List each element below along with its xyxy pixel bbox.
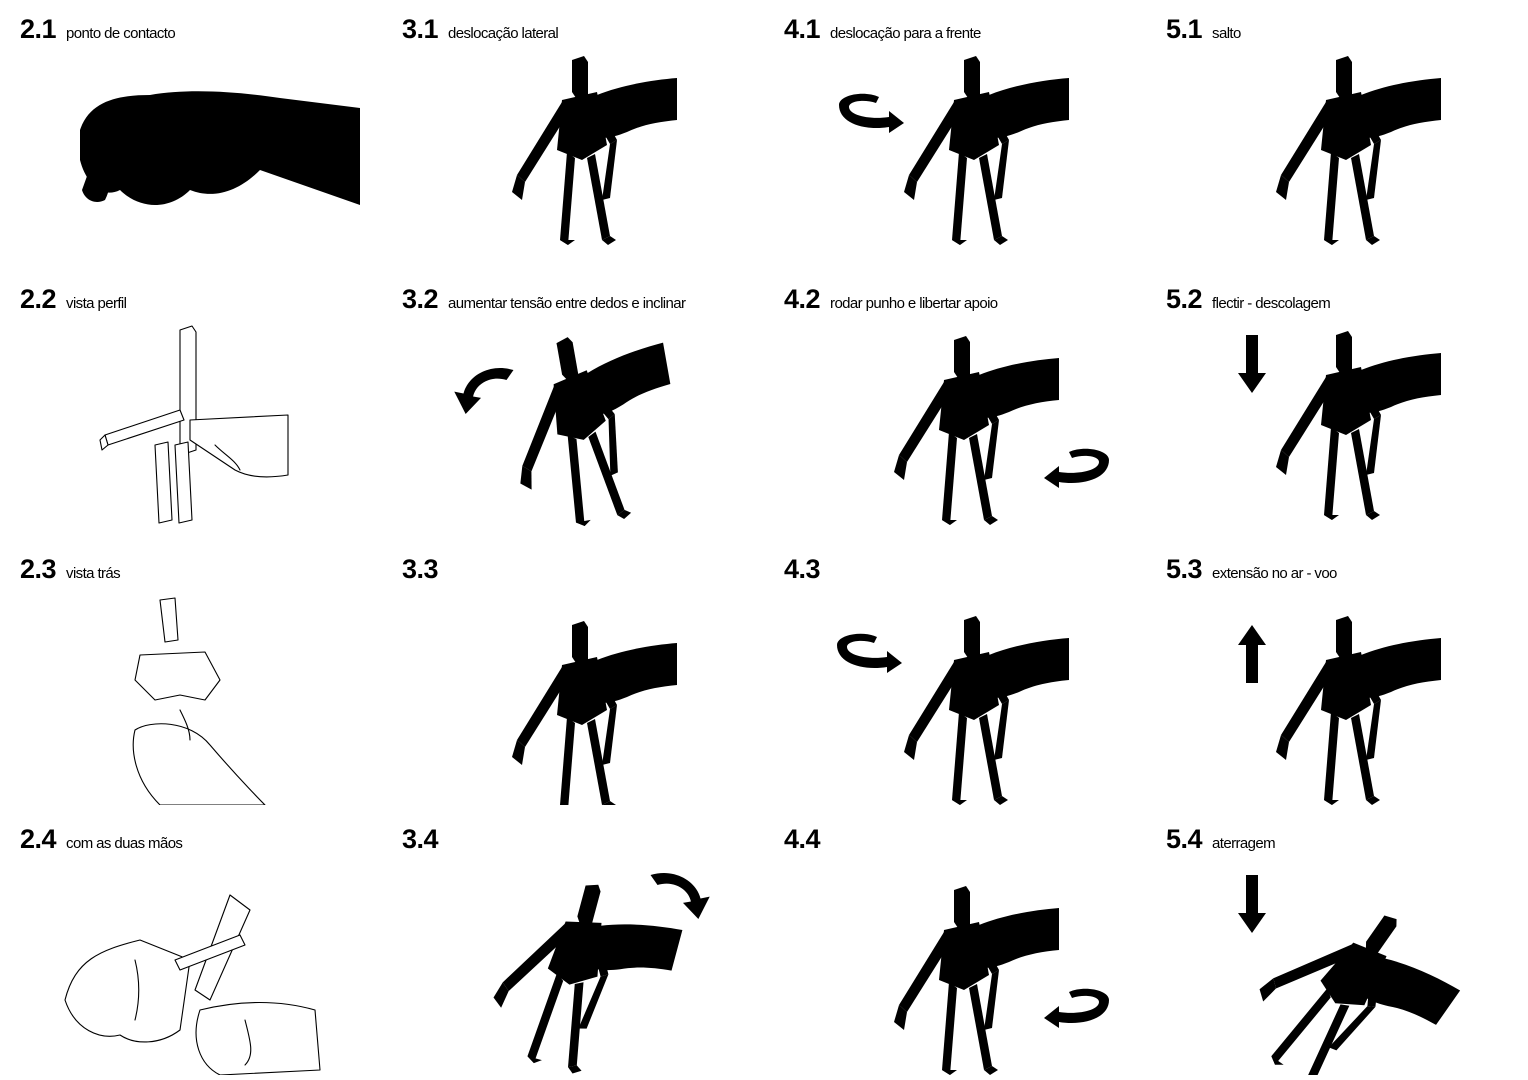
figure-number: 5.3 xyxy=(1166,554,1203,584)
figure-2-3: 2.3 vista trás xyxy=(0,540,382,810)
figure-number: 2.1 xyxy=(20,14,57,44)
curved-arrow-icon xyxy=(641,866,713,921)
figure-number: 3.3 xyxy=(402,554,439,584)
figure-5-1: 5.1 salto xyxy=(1146,0,1528,270)
puppet-figure xyxy=(1238,616,1441,805)
figure-5-2: 5.2 flectir - descolagem xyxy=(1146,270,1528,540)
puppet-figure xyxy=(1276,56,1441,245)
puppet-figure xyxy=(894,886,1109,1075)
figure-number: 4.2 xyxy=(784,284,821,314)
figure-3-1: 3.1 deslocação lateral xyxy=(382,0,764,270)
figure-number: 3.1 xyxy=(402,14,439,44)
figure-2-1: 2.1 ponto de contacto xyxy=(0,0,382,270)
figure-caption: com as duas mãos xyxy=(66,835,183,852)
puppet-figure xyxy=(1238,331,1441,520)
figure-4-1: 4.1 deslocação para a frente xyxy=(764,0,1146,270)
puppet-figure xyxy=(512,621,677,805)
rotate-arrow-icon xyxy=(837,633,902,673)
puppet-figure xyxy=(451,320,693,535)
puppet-figure xyxy=(479,866,713,1075)
figure-2-4: 2.4 com as duas mãos xyxy=(0,810,382,1080)
figure-number: 4.4 xyxy=(784,824,821,854)
down-arrow-icon xyxy=(1238,875,1266,933)
figure-5-3: 5.3 extensão no ar - voo xyxy=(1146,540,1528,810)
figure-caption: extensão no ar - voo xyxy=(1212,565,1337,582)
puppet-figure xyxy=(894,336,1109,525)
figure-5-4: 5.4 aterragem xyxy=(1146,810,1528,1080)
figure-3-4: 3.4 xyxy=(382,810,764,1080)
figure-number: 4.1 xyxy=(784,14,821,44)
rotate-arrow-icon xyxy=(1044,448,1109,488)
rotate-arrow-icon xyxy=(839,93,904,133)
figure-4-3: 4.3 xyxy=(764,540,1146,810)
puppet-figure xyxy=(99,325,289,524)
figure-number: 3.2 xyxy=(402,284,439,314)
figure-2-2: 2.2 vista perfil xyxy=(0,270,382,540)
figure-number: 2.2 xyxy=(20,284,57,314)
figure-caption: ponto de contacto xyxy=(66,25,176,42)
figure-caption: vista trás xyxy=(66,565,121,582)
figure-3-3: 3.3 xyxy=(382,540,764,810)
rotate-arrow-icon xyxy=(1044,988,1109,1028)
figure-number: 2.3 xyxy=(20,554,57,584)
puppet-figure xyxy=(837,616,1069,805)
figure-caption: aumentar tensão entre dedos e inclinar xyxy=(448,295,686,312)
puppet-figure xyxy=(512,56,677,245)
figure-4-2: 4.2 rodar punho e libertar apoio xyxy=(764,270,1146,540)
figure-number: 5.2 xyxy=(1166,284,1203,314)
figure-caption: vista perfil xyxy=(66,295,127,312)
figure-caption: rodar punho e libertar apoio xyxy=(830,295,998,312)
figure-caption: deslocação lateral xyxy=(448,25,559,42)
up-arrow-icon xyxy=(1238,625,1266,683)
figure-caption: aterragem xyxy=(1212,835,1276,852)
figure-number: 3.4 xyxy=(402,824,439,854)
figure-caption: deslocação para a frente xyxy=(830,25,981,42)
hand-drawing xyxy=(80,91,360,205)
figure-caption: salto xyxy=(1212,25,1241,42)
figure-4-4: 4.4 xyxy=(764,810,1146,1080)
puppet-figure xyxy=(64,894,321,1075)
figure-3-2: 3.2 aumentar tensão entre dedos e inclina… xyxy=(382,270,764,540)
puppet-figure xyxy=(1229,875,1473,1075)
puppet-figure xyxy=(839,56,1069,245)
figure-number: 4.3 xyxy=(784,554,821,584)
puppet-figure xyxy=(132,597,266,805)
figure-number: 5.4 xyxy=(1166,824,1203,854)
figure-number: 2.4 xyxy=(20,824,57,854)
figure-number: 5.1 xyxy=(1166,14,1203,44)
curved-arrow-icon xyxy=(451,361,523,416)
figure-caption: flectir - descolagem xyxy=(1212,295,1331,312)
down-arrow-icon xyxy=(1238,335,1266,393)
